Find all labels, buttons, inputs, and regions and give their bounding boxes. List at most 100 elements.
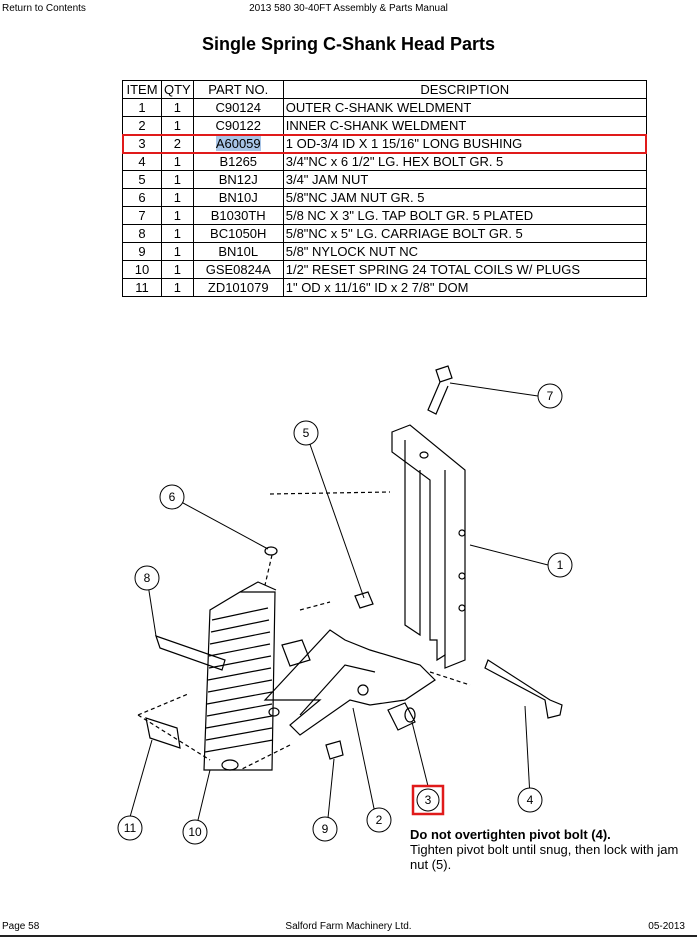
- carriage-bolt-part: [155, 635, 226, 671]
- svg-text:2: 2: [376, 813, 383, 827]
- cell-item: 11: [122, 278, 162, 297]
- cell-item: 9: [122, 242, 162, 261]
- svg-text:4: 4: [527, 793, 534, 807]
- cell-qty: 1: [161, 278, 194, 297]
- cell-item: 5: [122, 170, 162, 189]
- cell-desc: 5/8"NC x 5" LG. CARRIAGE BOLT GR. 5: [282, 224, 647, 243]
- svg-text:3: 3: [425, 793, 432, 807]
- cell-part: ZD101079: [192, 278, 284, 297]
- cell-qty: 1: [161, 242, 194, 261]
- cell-qty: 1: [161, 152, 194, 171]
- tap-bolt-part: [427, 365, 453, 415]
- cell-qty: 1: [161, 188, 194, 207]
- cell-desc: 1 OD-3/4 ID X 1 15/16" LONG BUSHING: [282, 134, 647, 153]
- col-qty: QTY: [161, 80, 194, 99]
- manual-title: 2013 580 30-40FT Assembly & Parts Manual: [249, 3, 448, 14]
- page-title: Single Spring C-Shank Head Parts: [201, 34, 496, 54]
- nylock-nut-part: [325, 740, 344, 760]
- cell-desc: 5/8"NC JAM NUT GR. 5: [282, 188, 647, 207]
- cell-desc: INNER C-SHANK WELDMENT: [282, 116, 647, 135]
- cell-qty: 1: [161, 170, 194, 189]
- dom-tube-part: [145, 717, 181, 749]
- bushing-upper: [281, 639, 311, 667]
- cell-item: 8: [122, 224, 162, 243]
- outer-c-shank-part: [391, 424, 466, 669]
- exploded-parts-diagram: 7 5 6 1 8 3 4 2 9 10 11: [117, 365, 573, 845]
- cell-item: 1: [122, 98, 162, 117]
- note-text: Tighten pivot bolt until snug, then lock…: [410, 842, 679, 872]
- cell-item: 10: [122, 260, 162, 279]
- return-to-contents-link[interactable]: Return to Contents: [2, 3, 86, 14]
- cell-part: GSE0824A: [192, 260, 284, 279]
- callout-2: 2: [366, 807, 392, 833]
- cell-item: 3: [122, 134, 162, 153]
- cell-desc: 5/8 NC X 3" LG. TAP BOLT GR. 5 PLATED: [282, 206, 647, 225]
- cell-item: 4: [122, 152, 162, 171]
- cell-desc: OUTER C-SHANK WELDMENT: [282, 98, 647, 117]
- cell-qty: 1: [161, 260, 194, 279]
- cell-desc: 3/4" JAM NUT: [282, 170, 647, 189]
- cell-part: BN12J: [192, 170, 284, 189]
- cell-part: C90122: [192, 116, 284, 135]
- cell-desc: 1" OD x 11/16" ID x 2 7/8" DOM: [282, 278, 647, 297]
- svg-text:11: 11: [124, 821, 137, 835]
- cell-item: 7: [122, 206, 162, 225]
- callout-4: 4: [517, 787, 543, 813]
- cell-part: B1265: [192, 152, 284, 171]
- callout-6: 6: [159, 484, 185, 510]
- cell-part: BC1050H: [192, 224, 284, 243]
- cell-part: BN10L: [192, 242, 284, 261]
- svg-text:5: 5: [303, 426, 310, 440]
- col-part: PART NO.: [192, 80, 284, 99]
- callout-7: 7: [537, 383, 563, 409]
- note-warning: Do not overtighten pivot bolt (4).: [410, 827, 611, 842]
- selected-part-number[interactable]: A60059: [215, 136, 261, 151]
- cell-desc: 1/2" RESET SPRING 24 TOTAL COILS W/ PLUG…: [282, 260, 647, 279]
- footer-date: 05-2013: [648, 921, 685, 932]
- svg-text:7: 7: [547, 389, 554, 403]
- assembly-note: Do not overtighten pivot bolt (4). Tight…: [410, 827, 697, 872]
- cell-desc: 5/8" NYLOCK NUT NC: [282, 242, 647, 261]
- jam-nut-part: [354, 591, 374, 609]
- page-number: Page 58: [2, 921, 40, 932]
- reset-spring-part: [203, 581, 277, 771]
- cell-item: 6: [122, 188, 162, 207]
- callout-9: 9: [312, 816, 338, 842]
- cell-part: C90124: [192, 98, 284, 117]
- svg-text:10: 10: [188, 825, 202, 839]
- table-header-row: ITEM QTY PART NO. DESCRIPTION: [122, 80, 647, 99]
- col-item: ITEM: [122, 80, 162, 99]
- col-description: DESCRIPTION: [282, 80, 647, 99]
- callout-8: 8: [134, 565, 160, 591]
- svg-text:1: 1: [557, 558, 564, 572]
- hex-bolt-part: [484, 659, 563, 719]
- callout-11: 11: [117, 815, 143, 841]
- cell-desc: 3/4"NC x 6 1/2" LG. HEX BOLT GR. 5: [282, 152, 647, 171]
- bushing-lower: [387, 702, 416, 731]
- cell-qty: 1: [161, 224, 194, 243]
- callout-10: 10: [182, 819, 208, 845]
- svg-text:6: 6: [169, 490, 176, 504]
- cell-part: A60059: [192, 134, 284, 153]
- inner-c-shank-part: [263, 629, 436, 736]
- cell-item: 2: [122, 116, 162, 135]
- cell-qty: 1: [161, 98, 194, 117]
- svg-text:9: 9: [322, 822, 329, 836]
- cell-part: BN10J: [192, 188, 284, 207]
- cell-qty: 2: [161, 134, 194, 153]
- cell-qty: 1: [161, 116, 194, 135]
- cell-part: B1030TH: [192, 206, 284, 225]
- callout-5: 5: [293, 420, 319, 446]
